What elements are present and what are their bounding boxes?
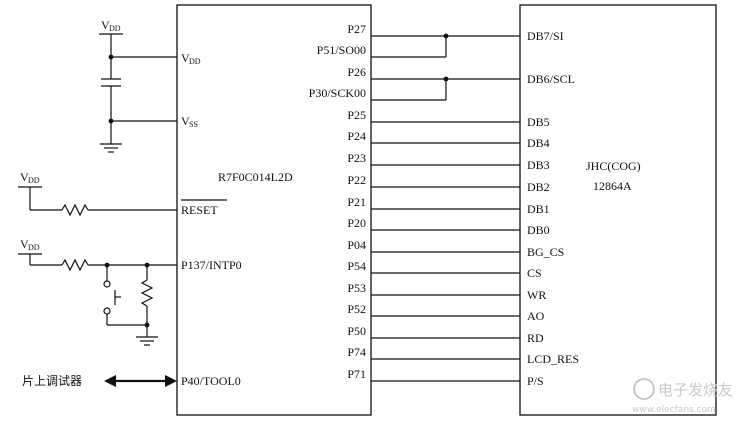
svg-text:V: V bbox=[20, 237, 29, 251]
watermark: 电子发烧友 www.elecfans.com bbox=[632, 378, 733, 415]
lcd-pin-label: LCD_RES bbox=[527, 352, 579, 366]
lcd-name-line2: 12864A bbox=[593, 179, 632, 193]
db6-merge bbox=[371, 76, 449, 101]
lcd-pin-label: WR bbox=[527, 288, 546, 302]
mcu-p137-pin-label: P137/INTP0 bbox=[181, 258, 242, 272]
mcu-pin-label: P22 bbox=[347, 173, 366, 187]
lcd-pin-label: CS bbox=[527, 266, 542, 280]
mcu-pin-label: P26 bbox=[347, 65, 366, 79]
db7-merge bbox=[371, 33, 449, 58]
mcu-right-pin-labels: P27P51/SO00P26P30/SCK00P25P24P23P22P21P2… bbox=[309, 22, 366, 381]
debugger-double-arrow bbox=[104, 375, 177, 387]
svg-text:V: V bbox=[181, 114, 190, 128]
lcd-pin-label: DB3 bbox=[527, 158, 550, 172]
mcu-pin-label: P50 bbox=[347, 324, 366, 338]
reset-resistor bbox=[61, 203, 89, 217]
mcu-vss-pin-label: V SS bbox=[181, 114, 198, 129]
mcu-pin-label: P23 bbox=[347, 151, 366, 165]
junction-dot bbox=[443, 76, 449, 82]
mcu-reset-pin-label: RESET bbox=[181, 203, 218, 217]
mcu-chip-box bbox=[176, 4, 372, 416]
debugger-label: 片上调试器 bbox=[22, 373, 82, 388]
mcu-pin-label: P24 bbox=[347, 129, 366, 143]
lcd-pin-label: DB1 bbox=[527, 202, 550, 216]
lcd-pin-label: BG_CS bbox=[527, 245, 564, 259]
watermark-logo-icon bbox=[633, 378, 655, 400]
lcd-name-line1: JHC(COG) bbox=[586, 159, 641, 173]
junction-dot bbox=[443, 33, 449, 39]
svg-text:V: V bbox=[101, 18, 110, 32]
mcu-pin-label: P21 bbox=[347, 195, 366, 209]
svg-text:DD: DD bbox=[28, 243, 40, 252]
mcu-p40-pin-label: P40/TOOL0 bbox=[181, 374, 241, 388]
svg-text:V: V bbox=[181, 51, 190, 65]
lcd-pin-label: DB2 bbox=[527, 180, 550, 194]
lcd-pin-label: DB5 bbox=[527, 115, 550, 129]
lcd-pin-label: DB4 bbox=[527, 136, 550, 150]
intp-resistor bbox=[61, 258, 89, 272]
mcu-vdd-pin-label: V DD bbox=[181, 51, 201, 66]
ground-symbol bbox=[100, 143, 122, 153]
ground-symbol-2 bbox=[136, 336, 158, 346]
lcd-pin-label: DB0 bbox=[527, 223, 550, 237]
push-button-switch bbox=[103, 262, 121, 325]
svg-text:电子发烧友: 电子发烧友 bbox=[658, 381, 733, 399]
mcu-pin-label: P20 bbox=[347, 216, 366, 230]
lcd-module-box bbox=[519, 4, 717, 416]
mcu-pin-label: P52 bbox=[347, 302, 366, 316]
mcu-name: R7F0C014L2D bbox=[218, 170, 293, 184]
mcu-pin-label: P74 bbox=[347, 345, 366, 359]
pull-down-resistor bbox=[140, 262, 154, 325]
mcu-pin-label: P51/SO00 bbox=[317, 43, 366, 57]
mcu-pin-label: P71 bbox=[347, 367, 366, 381]
mcu-pin-label: P25 bbox=[347, 108, 366, 122]
mcu-pin-label: P54 bbox=[347, 259, 366, 273]
svg-text:V: V bbox=[20, 170, 29, 184]
lcd-pin-label: AO bbox=[527, 309, 545, 323]
lcd-pin-label: RD bbox=[527, 331, 544, 345]
mcu-pin-label: P04 bbox=[347, 238, 366, 252]
decoupling-capacitor bbox=[101, 78, 177, 144]
lcd-pin-label: DB7/SI bbox=[527, 29, 564, 43]
vdd-supply-1: V DD bbox=[99, 18, 177, 79]
svg-text:DD: DD bbox=[28, 176, 40, 185]
mcu-pin-label: P27 bbox=[347, 22, 366, 36]
lcd-pin-label: DB6/SCL bbox=[527, 72, 575, 86]
vdd-supply-3: V DD bbox=[18, 237, 62, 266]
svg-text:DD: DD bbox=[109, 24, 121, 33]
lcd-pin-label: P/S bbox=[527, 374, 544, 388]
svg-text:SS: SS bbox=[189, 120, 198, 129]
mcu-pin-label: P30/SCK00 bbox=[309, 86, 366, 100]
svg-text:DD: DD bbox=[189, 57, 201, 66]
svg-text:www.elecfans.com: www.elecfans.com bbox=[632, 405, 716, 415]
mcu-pin-label: P53 bbox=[347, 281, 366, 295]
vdd-supply-2: V DD bbox=[18, 170, 62, 211]
